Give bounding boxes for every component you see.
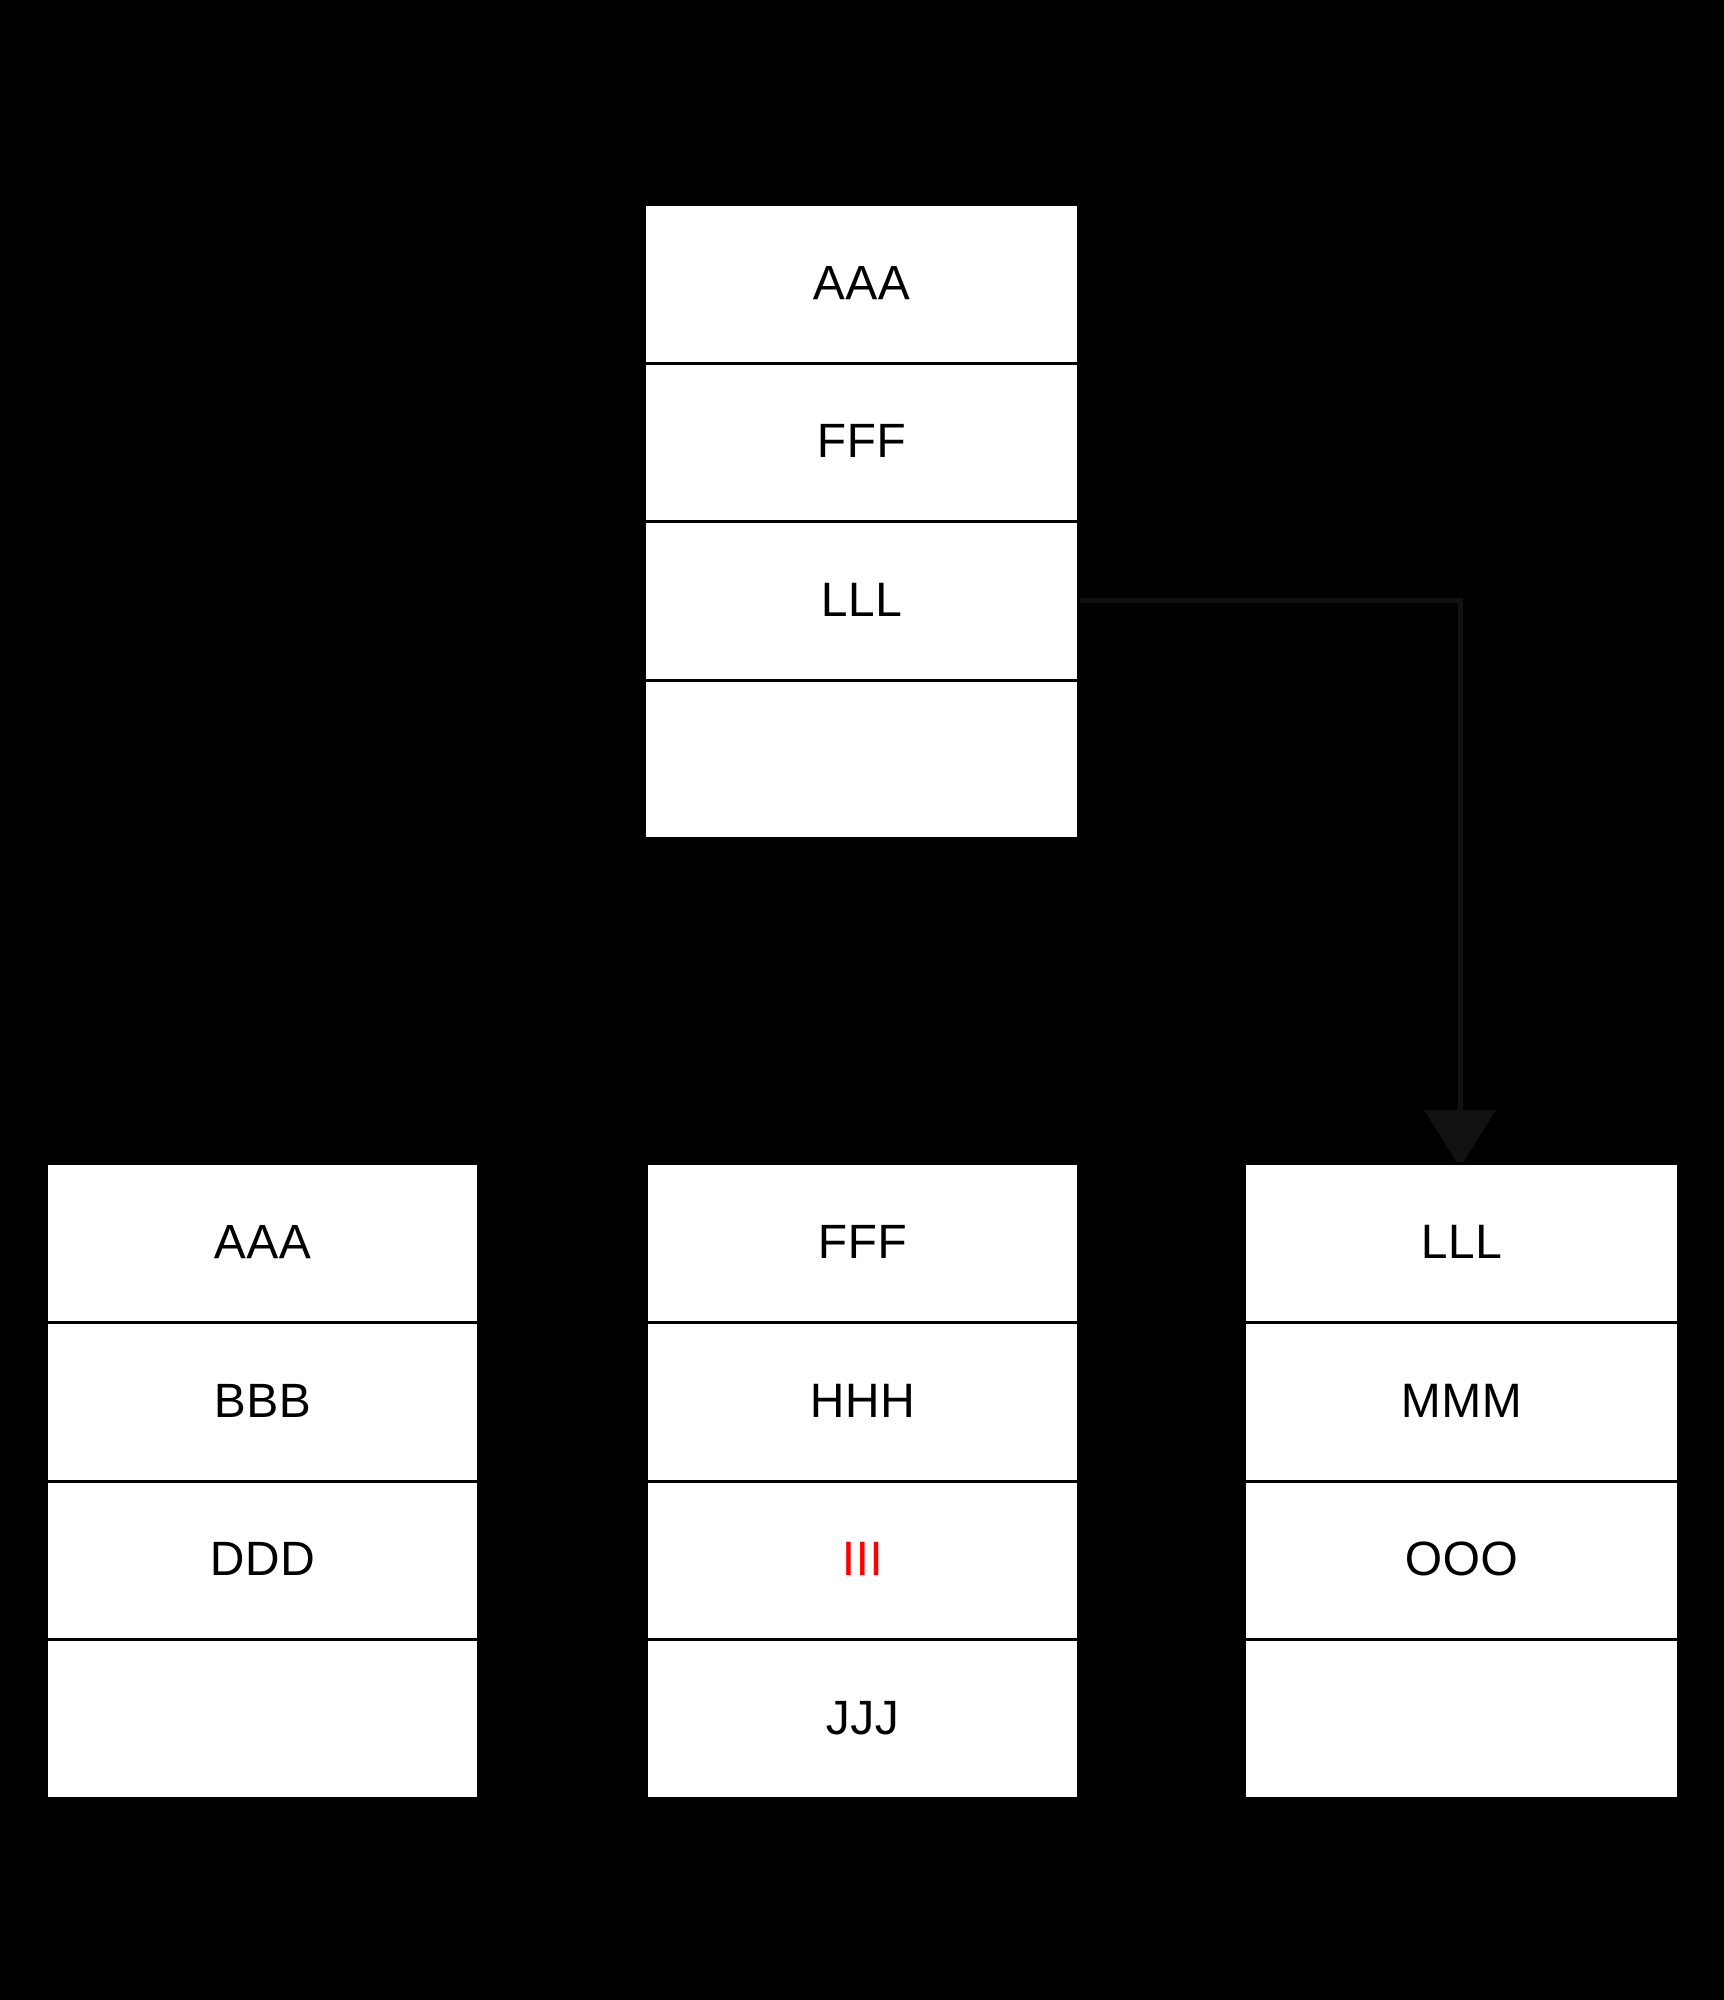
table-row-empty[interactable]	[646, 681, 1077, 837]
table-row-empty[interactable]	[1246, 1641, 1677, 1797]
table-row[interactable]: BBB	[48, 1323, 477, 1483]
table-row[interactable]: LLL	[646, 523, 1077, 682]
source-table[interactable]: AAA FFF LLL	[643, 203, 1080, 840]
result-table-left[interactable]: AAA BBB DDD	[45, 1162, 480, 1800]
connector-vertical-segment	[1458, 598, 1463, 1133]
table-row-highlighted[interactable]: III	[648, 1482, 1077, 1642]
table-row[interactable]: AAA	[646, 206, 1077, 365]
table-row[interactable]: FFF	[646, 364, 1077, 523]
table-row[interactable]: MMM	[1246, 1323, 1677, 1483]
table-row[interactable]: AAA	[48, 1165, 477, 1324]
connector-horizontal-segment	[1080, 598, 1463, 603]
table-row[interactable]: LLL	[1246, 1165, 1677, 1324]
table-row[interactable]: DDD	[48, 1482, 477, 1642]
table-row[interactable]: JJJ	[648, 1641, 1077, 1797]
table-row[interactable]: FFF	[648, 1165, 1077, 1324]
table-row[interactable]: OOO	[1246, 1482, 1677, 1642]
table-row-empty[interactable]	[48, 1641, 477, 1797]
result-table-right[interactable]: LLL MMM OOO	[1243, 1162, 1680, 1800]
arrow-down-icon	[1424, 1110, 1496, 1168]
result-table-middle[interactable]: FFF HHH III JJJ	[645, 1162, 1080, 1800]
table-row[interactable]: HHH	[648, 1323, 1077, 1483]
